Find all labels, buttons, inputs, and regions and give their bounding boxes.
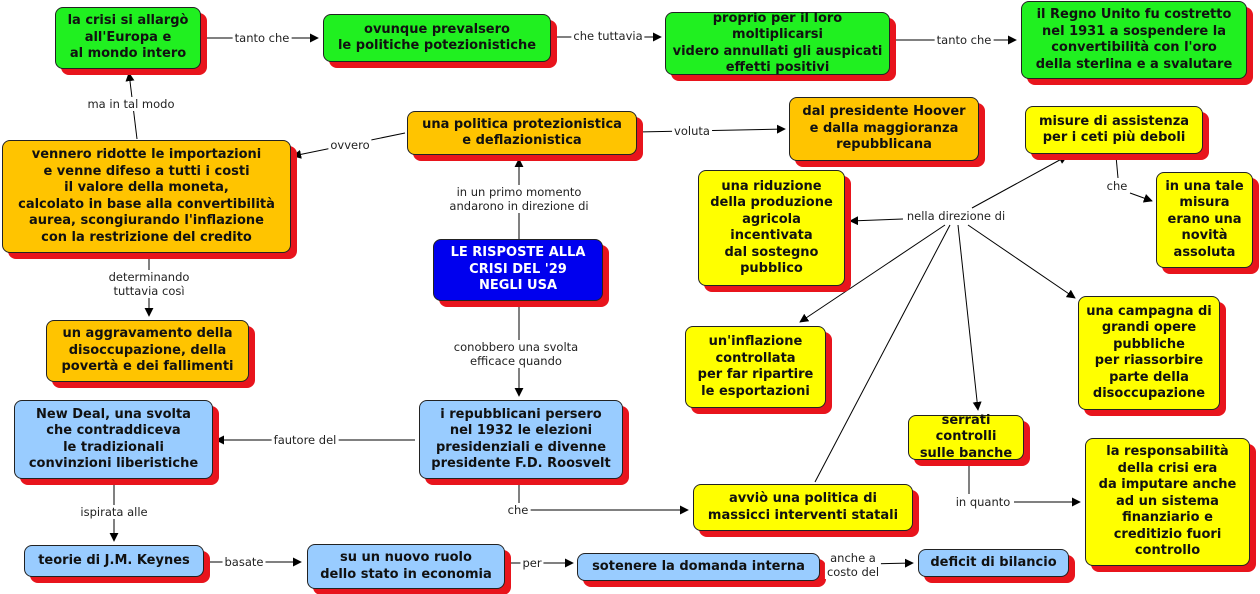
label-tanto-che-1: tanto che [232,31,292,45]
node-deficit-bilancio[interactable]: deficit di bilancio [918,549,1069,577]
node-repubblicani-persero[interactable]: i repubblicani persero nel 1932 le elezi… [419,400,623,479]
label-conobbero: conobbero una svolta efficace quando [451,340,581,368]
link-che-avvio [518,480,689,515]
label-che-novita: che [1104,179,1130,193]
label-per: per [520,556,544,570]
label-anche-costo: anche a costo del [824,551,882,579]
node-inflazione-controllata[interactable]: un'inflazione controllata per far ripart… [685,326,826,408]
node-domanda-interna[interactable]: sotenere la domanda interna [577,553,820,581]
link-che-novita [1115,155,1119,179]
node-politica-protezionistica[interactable]: una politica protezionistica e deflazion… [407,111,637,155]
node-serrati-controlli[interactable]: serrati controlli sulle banche [908,413,1024,461]
node-novita-assoluta[interactable]: in una tale misura erano una novità asso… [1156,172,1253,268]
label-ovvero: ovvero [328,138,372,152]
label-basate: basate [222,555,266,569]
node-campagna-opere[interactable]: una campagna di grandi opere pubbliche p… [1078,296,1220,410]
label-ma-in-tal-modo: ma in tal modo [85,97,177,111]
label-in-quanto: in quanto [953,495,1013,509]
node-avvio-interventi[interactable]: avviò una politica di massicci intervent… [693,484,913,531]
link-direzione-misure [971,155,1068,209]
label-ispirata: ispirata alle [78,505,150,519]
label-che-tuttavia: che tuttavia [571,29,645,43]
link-che-novita-arrow [1129,192,1153,203]
label-che-avvio: che [505,503,531,517]
label-nella-direzione: nella direzione di [904,209,1008,223]
label-fautore: fautore del [271,433,339,447]
node-ovunque-prevalsero[interactable]: ovunque prevalsero le politiche potezion… [323,14,551,62]
node-new-deal[interactable]: New Deal, una svolta che contraddiceva l… [14,400,213,479]
node-responsabilita[interactable]: la responsabilità della crisi era da imp… [1085,438,1250,566]
label-determinando: determinando tuttavia così [106,270,192,298]
node-keynes[interactable]: teorie di J.M. Keynes [24,545,204,577]
node-regno-unito[interactable]: il Regno Unito fu costretto nel 1931 a s… [1021,1,1247,79]
label-tanto-che-2: tanto che [934,33,994,47]
node-proprio-moltiplicarsi[interactable]: proprio per il loro moltiplicarsi videro… [665,11,890,75]
link-direzione-campagna [967,224,1076,299]
node-vennero-ridotte[interactable]: vennero ridotte le importazioni e venne … [2,140,291,253]
node-misure-assistenza[interactable]: misure di assistenza per i ceti più debo… [1025,106,1203,154]
link-direzione-inflazione [799,224,946,323]
node-hoover[interactable]: dal presidente Hoover e dalla maggioranz… [789,97,979,161]
link-direzione-serrati [957,224,982,411]
node-nuovo-ruolo[interactable]: su un nuovo ruolo dello stato in economi… [307,544,505,589]
node-crisi-allargo[interactable]: la crisi si allargò all'Europa e al mond… [55,7,201,69]
node-aggravamento[interactable]: un aggravamento della disoccupazione, de… [46,320,249,382]
link-direzione-riduzione [849,216,904,226]
label-voluta: voluta [672,124,712,138]
link-avvio-to-direzione [814,224,951,483]
node-riduzione-agricola[interactable]: una riduzione della produzione agricola … [698,170,845,286]
node-main-topic[interactable]: LE RISPOSTE ALLA CRISI DEL '29 NEGLI USA [433,239,603,301]
label-primo-momento: in un primo momento andarono in direzion… [447,185,591,213]
